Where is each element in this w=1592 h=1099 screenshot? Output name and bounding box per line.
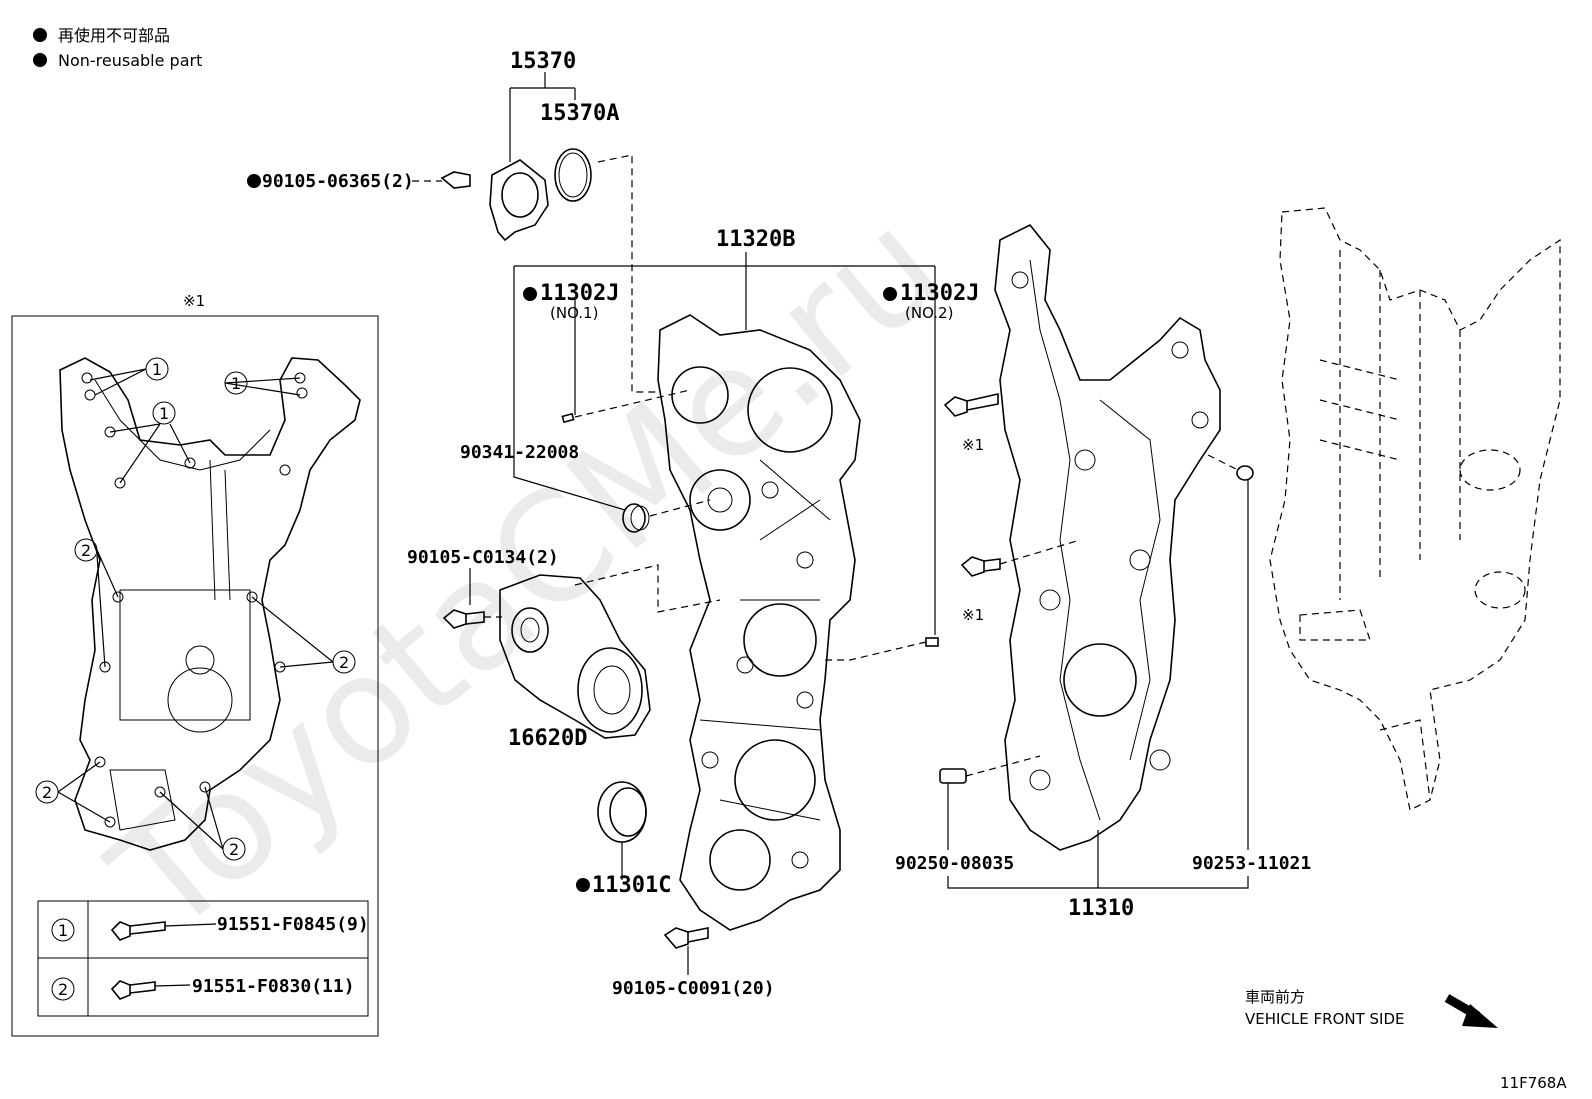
engine-block-reference: [1269, 207, 1561, 811]
label-90253-11021: 90253-11021: [1192, 853, 1311, 874]
pins-11310: 90250-08035 90253-11021 11310: [895, 454, 1311, 921]
svg-text:1: 1: [159, 404, 169, 423]
tensioner-group: 90105-C0134(2) 16620D: [407, 547, 721, 751]
svg-text:2: 2: [229, 840, 239, 859]
inset-cover-outline: [59, 357, 361, 851]
figure-id: 11F768A: [1500, 1074, 1567, 1092]
legend-japanese: 再使用不可部品: [58, 26, 170, 45]
timing-cover-11320B: 11320B: [513, 227, 936, 931]
label-90105-C0134: 90105-C0134(2): [407, 547, 559, 568]
direction-english: VEHICLE FRONT SIDE: [1245, 1010, 1405, 1028]
legend-dot-icon: [33, 28, 47, 42]
label-11301C: 11301C: [592, 873, 671, 898]
label-90341-22008: 90341-22008: [460, 442, 579, 463]
svg-text:2: 2: [81, 541, 91, 560]
svg-text:1: 1: [231, 374, 241, 393]
non-reusable-dot-icon: [247, 174, 261, 188]
label-15370A: 15370A: [540, 101, 619, 126]
label-11302J-1-sub: (NO.1): [550, 304, 598, 322]
sensor-body: [489, 159, 549, 242]
non-reusable-dot-icon: [883, 287, 897, 301]
label-90250-08035: 90250-08035: [895, 853, 1014, 874]
label-11320B: 11320B: [716, 227, 795, 252]
legend: 再使用不可部品 Non-reusable part: [33, 26, 202, 70]
inset-marker: ※1: [183, 292, 205, 310]
non-reusable-dot-icon: [576, 878, 590, 892]
dowel-pins: 11302J (NO.1) 11302J (NO.2): [523, 281, 979, 661]
plug-90341: 90341-22008: [460, 442, 711, 533]
ref-bolts: ※1 ※1: [943, 392, 1081, 624]
label-11310: 11310: [1068, 896, 1134, 921]
table-part-1: 91551-F0845(9): [217, 914, 369, 935]
label-11302J-2-sub: (NO.2): [905, 304, 953, 322]
label-90105-C0091: 90105-C0091(20): [612, 978, 775, 999]
label-16620D: 16620D: [508, 726, 587, 751]
legend-english: Non-reusable part: [58, 51, 202, 70]
label-90105-06365: 90105-06365(2): [262, 171, 414, 192]
bolt-icon: [440, 171, 471, 189]
svg-text:2: 2: [42, 783, 52, 802]
bolt-90105-C0091: 90105-C0091(20): [612, 927, 775, 999]
bolt-icon: [110, 980, 156, 1000]
inset-detail: ※1 1 1 1 2 2 2 2: [11, 292, 379, 1037]
bolt-icon: [943, 392, 999, 417]
o-ring: [554, 148, 592, 202]
table-num-2: 2: [58, 980, 68, 999]
legend-dot-icon: [33, 53, 47, 67]
table-part-2: 91551-F0830(11): [192, 976, 355, 997]
cover-outline: [657, 314, 861, 931]
tensioner-body: [499, 574, 651, 739]
rear-cover-outline: [994, 223, 1221, 851]
label-11302J-1: 11302J: [540, 281, 619, 306]
label-ref1-b: ※1: [962, 606, 984, 624]
bolt-table: 1 2 91551-F0845(9) 91551-F0830(11): [37, 900, 369, 1017]
table-num-1: 1: [58, 921, 68, 940]
svg-text:1: 1: [152, 360, 162, 379]
direction-japanese: 車両前方: [1245, 988, 1305, 1006]
bolt-icon: [663, 927, 709, 949]
camshaft-sensor-group: 15370 15370A 90105-06365(2): [247, 49, 660, 393]
arrow-right-down-icon: [1444, 994, 1498, 1028]
label-15370: 15370: [510, 49, 576, 74]
timing-cover-11310: [994, 223, 1221, 851]
bolt-icon: [960, 556, 1001, 577]
non-reusable-dot-icon: [523, 287, 537, 301]
vehicle-front-indicator: 車両前方 VEHICLE FRONT SIDE: [1245, 988, 1498, 1028]
label-11302J-2: 11302J: [900, 281, 979, 306]
svg-text:2: 2: [339, 653, 349, 672]
label-ref1-a: ※1: [962, 436, 984, 454]
oil-seal-11301C: 11301C: [576, 781, 671, 898]
